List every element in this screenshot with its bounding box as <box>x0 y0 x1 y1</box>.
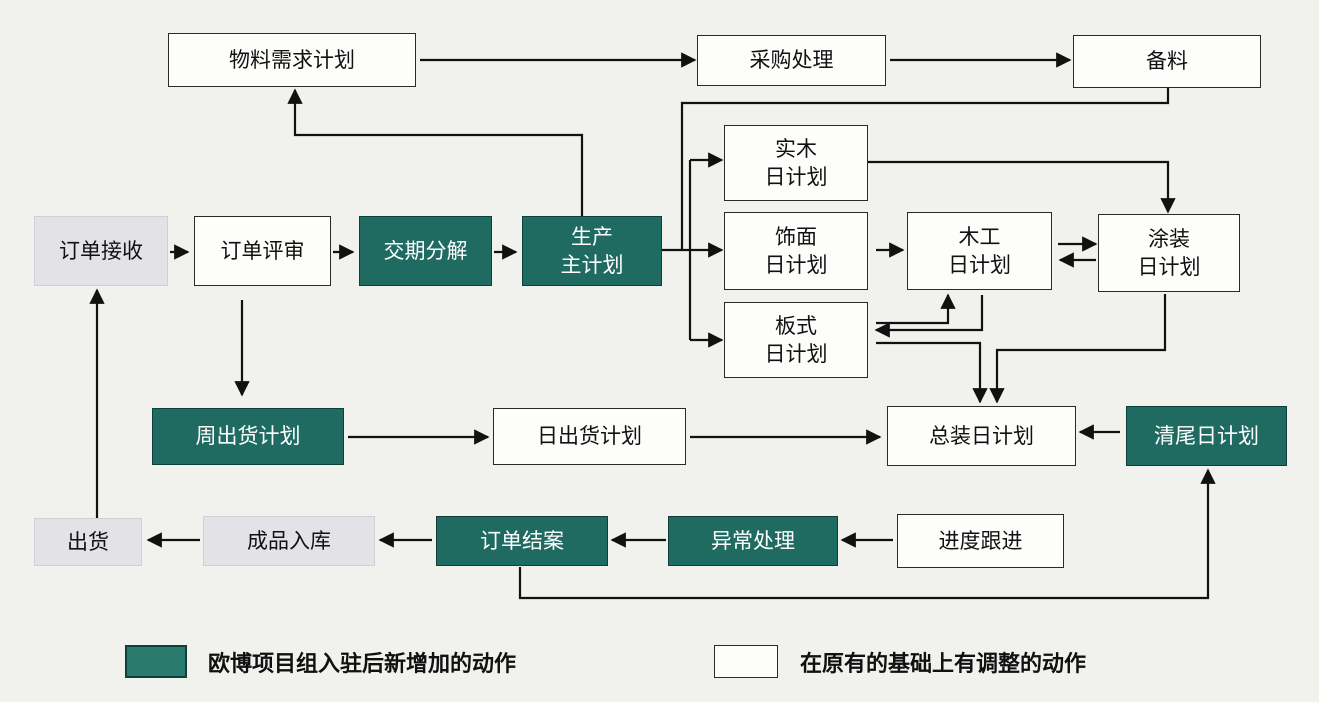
legend-adjusted-swatch <box>714 645 778 678</box>
node-painting: 涂装 日计划 <box>1098 214 1240 292</box>
node-mrp: 物料需求计划 <box>168 33 416 87</box>
edge-prepare-bus <box>680 88 1170 250</box>
node-veneer: 饰面 日计划 <box>724 212 868 290</box>
legend-new-swatch <box>125 645 187 678</box>
node-tail-clearing: 清尾日计划 <box>1126 406 1287 466</box>
edge-carpentry-panel <box>874 295 984 338</box>
node-order-close: 订单结案 <box>436 516 608 566</box>
node-delivery-breakdown: 交期分解 <box>359 216 492 286</box>
node-assembly: 总装日计划 <box>887 406 1076 466</box>
node-order-receive: 订单接收 <box>34 216 168 286</box>
node-progress: 进度跟进 <box>897 514 1064 568</box>
node-warehousing: 成品入库 <box>203 516 375 566</box>
edge-painting-assembly <box>989 294 1167 404</box>
node-carpentry: 木工 日计划 <box>907 212 1052 290</box>
edge-master-mrp <box>287 88 584 218</box>
node-exception: 异常处理 <box>668 516 838 566</box>
edge-close-tail <box>518 468 1216 600</box>
edge-solid-painting <box>868 160 1176 214</box>
node-order-review: 订单评审 <box>194 216 331 286</box>
node-weekly-shipping: 周出货计划 <box>152 408 344 465</box>
node-prepare: 备料 <box>1073 35 1261 88</box>
legend-new-label: 欧博项目组入驻后新增加的动作 <box>208 651 517 677</box>
node-purchase: 采购处理 <box>697 35 886 86</box>
edge-panel-carpentry <box>876 293 956 325</box>
node-ship: 出货 <box>34 518 142 566</box>
node-panel: 板式 日计划 <box>724 302 868 378</box>
node-solid-wood: 实木 日计划 <box>724 125 868 201</box>
node-master-plan: 生产 主计划 <box>522 216 662 286</box>
edge-panel-assembly <box>876 341 988 404</box>
node-daily-shipping: 日出货计划 <box>493 408 686 465</box>
legend-adjusted-label: 在原有的基础上有调整的动作 <box>800 651 1087 677</box>
